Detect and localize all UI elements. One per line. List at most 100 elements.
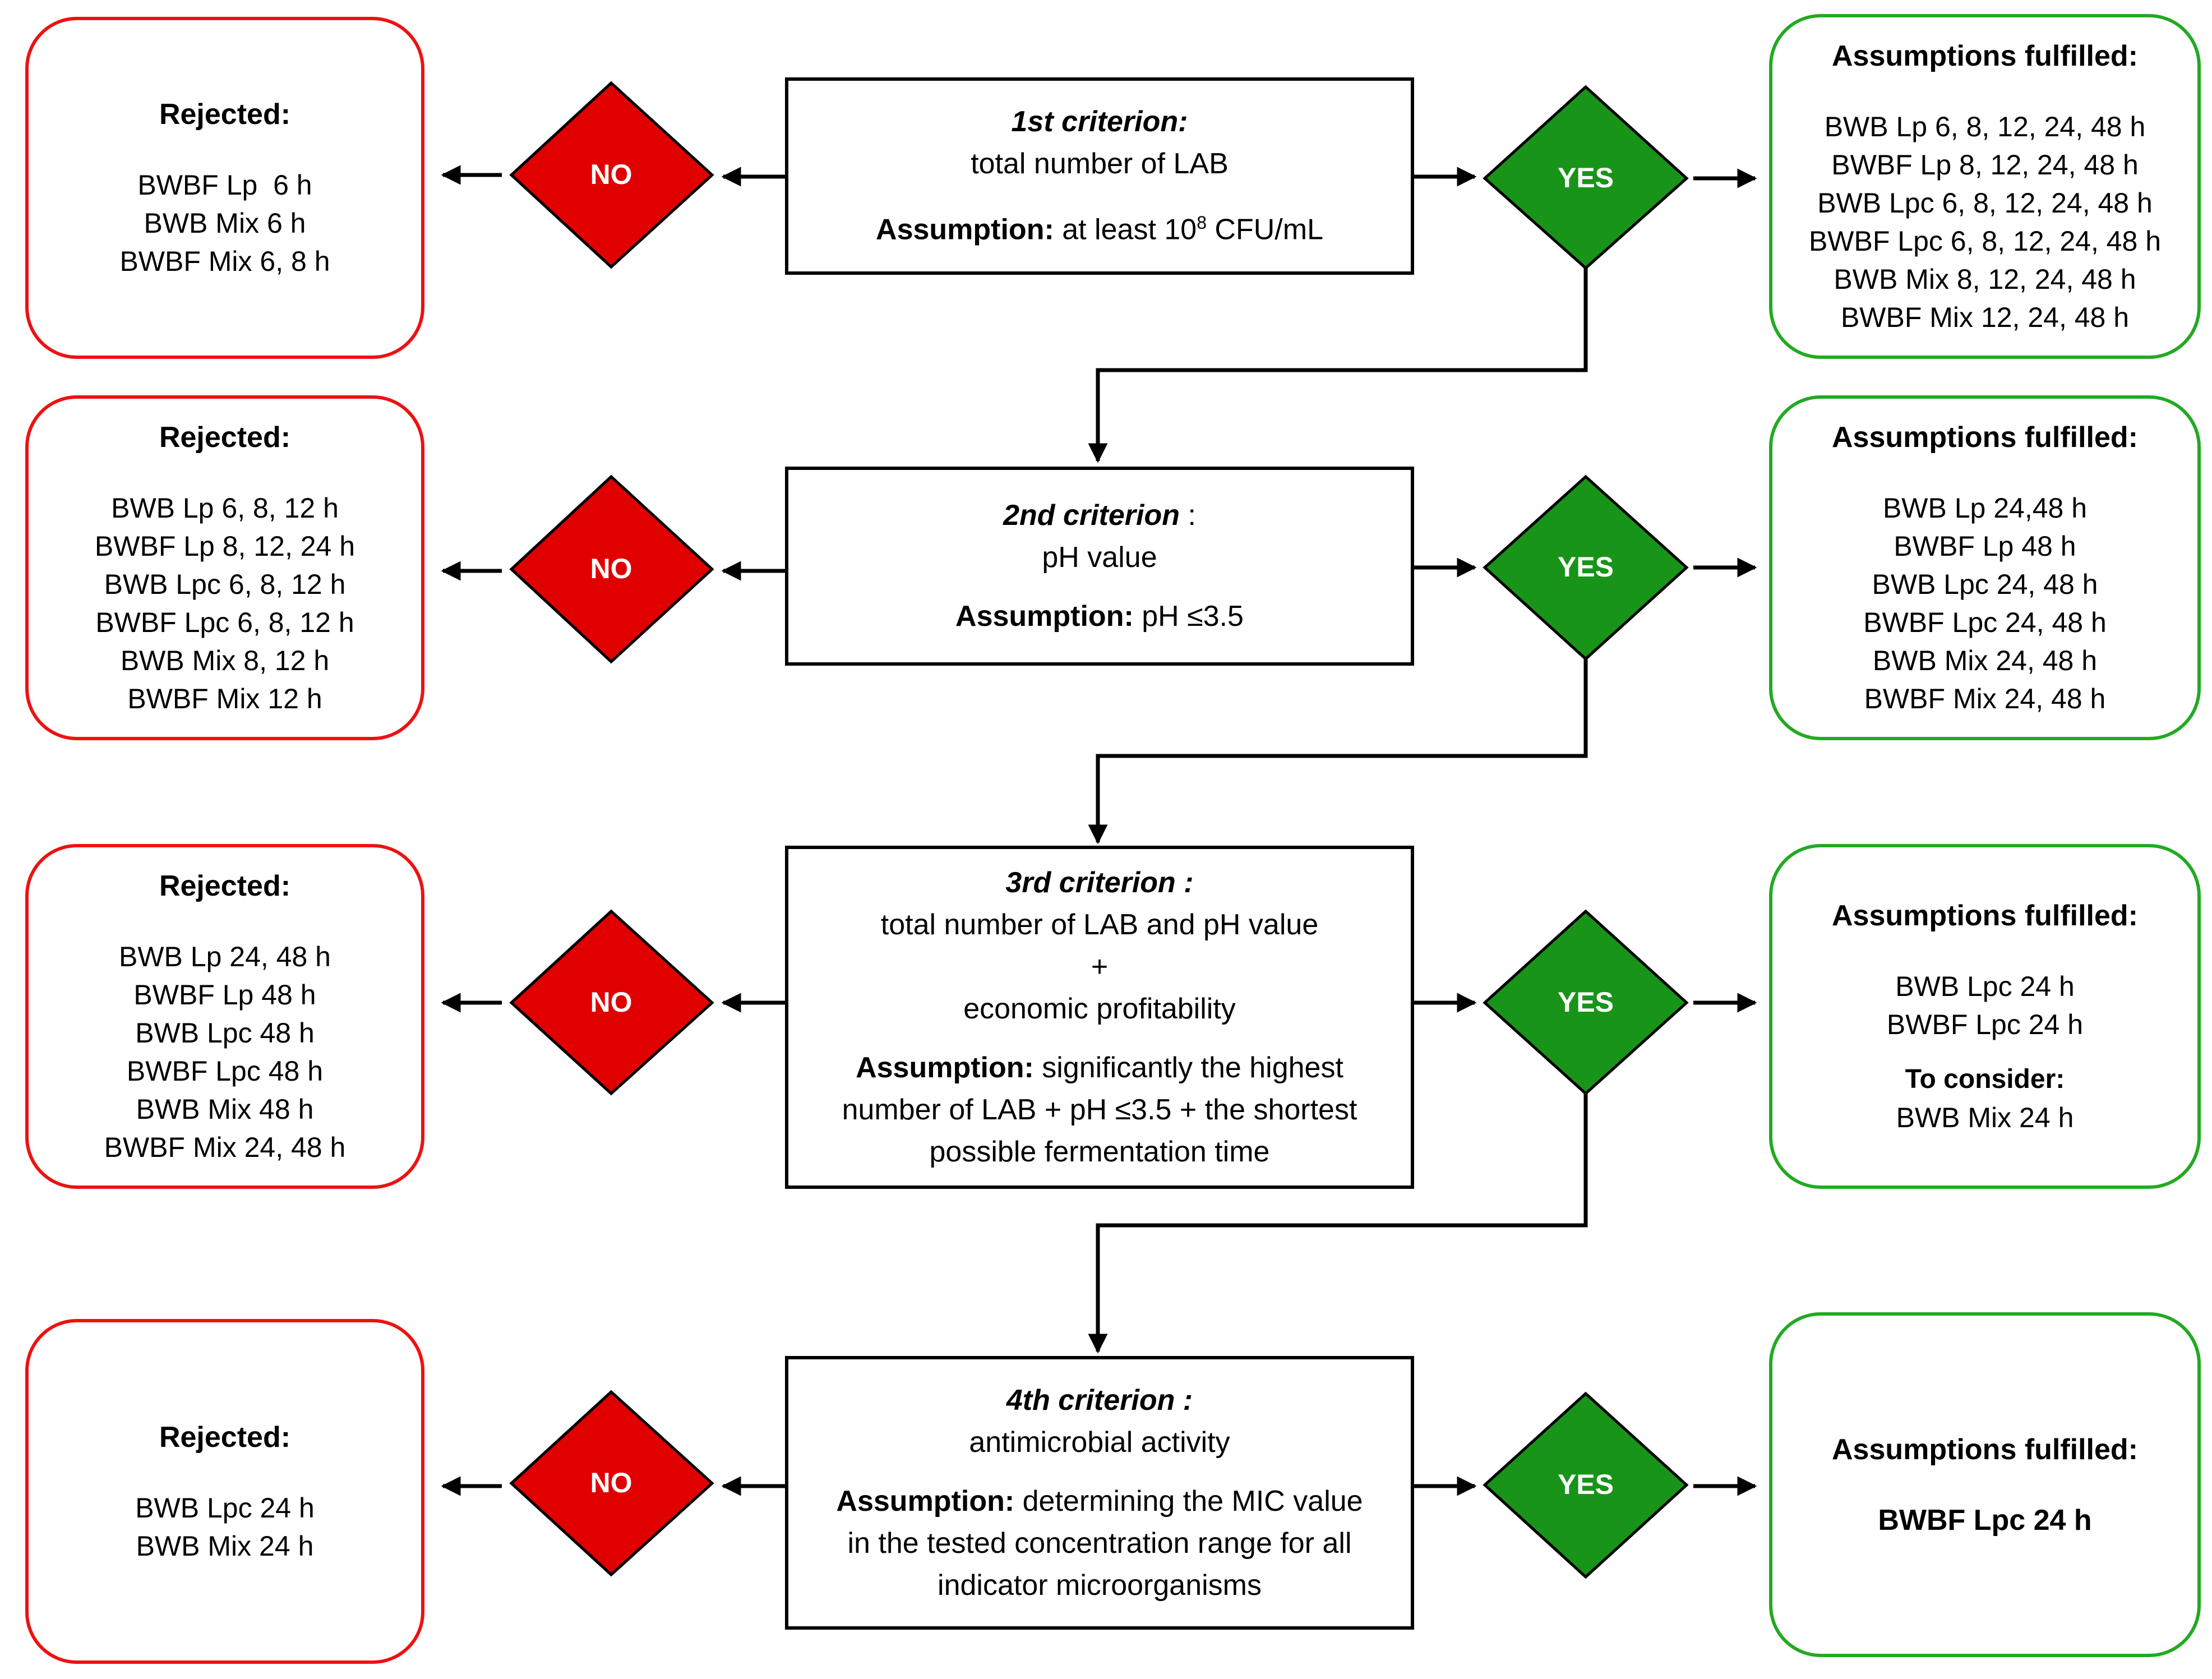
fulfilled-item: BWB Mix 8, 12, 24, 48 h (1834, 263, 2136, 295)
rejected-box-2: Rejected: BWB Lp 6, 8, 12 h BWBF Lp 8, 1… (25, 395, 424, 740)
fulfilled-box-2: Assumptions fulfilled: BWB Lp 24,48 h BW… (1769, 395, 2201, 740)
no-label-2: NO (590, 553, 632, 584)
decision-no-3 (509, 909, 714, 1096)
criterion-box-4: 4th criterion : antimicrobial activity A… (785, 1356, 1414, 1630)
criterion-title-text: 2nd criterion (1003, 499, 1180, 532)
fulfilled-item: BWBF Lp 8, 12, 24, 48 h (1831, 149, 2139, 181)
rejected-box-4: Rejected: BWB Lpc 24 h BWB Mix 24 h (25, 1319, 424, 1664)
assumption-text: significantly the highest (1042, 1051, 1343, 1084)
fulfilled-box-4: Assumptions fulfilled: BWBF Lpc 24 h (1769, 1312, 2201, 1657)
fulfilled-item: BWBF Lpc 24 h (1886, 1008, 2084, 1040)
criterion-assumption: Assumption: significantly the highest (856, 1047, 1343, 1089)
decision-no-1 (509, 81, 714, 269)
fulfilled-heading: Assumptions fulfilled: (1832, 39, 2138, 72)
criterion-assumption-more: in the tested concentration range for al… (847, 1526, 1352, 1560)
criterion-box-2: 2nd criterion : pH value Assumption: pH … (785, 467, 1414, 666)
fulfilled-item: BWB Mix 24, 48 h (1872, 644, 2098, 676)
criterion-description: total number of LAB (971, 147, 1229, 181)
criterion-description: antimicrobial activity (969, 1426, 1230, 1459)
fulfilled-item: BWB Lp 6, 8, 12, 24, 48 h (1824, 110, 2146, 142)
criterion-title: 3rd criterion : (1005, 866, 1194, 899)
decision-no-4 (509, 1390, 714, 1577)
consider-item: BWB Mix 24 h (1896, 1101, 2074, 1133)
yes-label-1: YES (1557, 162, 1614, 193)
assumption-label: Assumption: (856, 1051, 1034, 1084)
fulfilled-heading: Assumptions fulfilled: (1832, 899, 2138, 932)
assumption-text: determining the MIC value (1022, 1484, 1363, 1517)
no-label-1: NO (590, 159, 632, 190)
fulfilled-heading: Assumptions fulfilled: (1832, 421, 2138, 454)
arrow-yes3-to-criterion4 (1088, 1094, 1588, 1354)
fulfilled-item: BWB Lpc 24 h (1895, 970, 2075, 1002)
arrow-yes2-to-criterion3 (1088, 659, 1588, 845)
fulfilled-box-1: Assumptions fulfilled: BWB Lp 6, 8, 12, … (1769, 14, 2201, 359)
rejected-item: BWBF Mix 12 h (127, 682, 322, 714)
fulfilled-item: BWB Lpc 6, 8, 12, 24, 48 h (1817, 187, 2153, 219)
fulfilled-item: BWBF Lpc 24, 48 h (1863, 606, 2107, 638)
fulfilled-item: BWB Lp 24,48 h (1882, 492, 2088, 524)
rejected-item: BWBF Lpc 6, 8, 12 h (95, 606, 354, 638)
rejected-item: BWB Lpc 6, 8, 12 h (104, 568, 346, 600)
fulfilled-item: BWBF Lp 48 h (1894, 530, 2076, 562)
rejected-item: BWB Mix 24 h (136, 1530, 314, 1562)
assumption-text: pH ≤3.5 (1142, 600, 1244, 633)
rejected-item: BWBF Lpc 48 h (126, 1055, 324, 1087)
no-label-4: NO (590, 1467, 632, 1498)
assumption-label: Assumption: (876, 213, 1054, 246)
rejected-item: BWB Lpc 48 h (135, 1017, 315, 1049)
rejected-item: BWB Lp 6, 8, 12 h (111, 492, 339, 524)
decision-yes-4 (1483, 1391, 1689, 1579)
criterion-assumption-more: number of LAB + pH ≤3.5 + the shortest (842, 1093, 1357, 1126)
rejected-heading: Rejected: (159, 1420, 291, 1454)
rejected-item: BWB Mix 8, 12 h (120, 644, 330, 676)
assumption-label: Assumption: (836, 1484, 1015, 1517)
yes-label-2: YES (1557, 551, 1614, 583)
criterion-assumption-more: possible fermentation time (929, 1135, 1270, 1168)
rejected-item: BWB Lpc 24 h (135, 1492, 315, 1524)
fulfilled-box-3: Assumptions fulfilled: BWB Lpc 24 h BWBF… (1769, 844, 2201, 1189)
criterion-description: + (1091, 950, 1109, 983)
rejected-box-1: Rejected: BWBF Lp 6 h BWB Mix 6 h BWBF M… (25, 17, 424, 359)
assumption-unit: CFU/mL (1206, 213, 1323, 246)
rejected-heading: Rejected: (159, 98, 291, 131)
fulfilled-item: BWBF Lpc 6, 8, 12, 24, 48 h (1808, 225, 2162, 257)
arrow-yes1-to-criterion2 (1088, 268, 1588, 463)
decision-yes-2 (1483, 474, 1689, 661)
rejected-item: BWBF Mix 6, 8 h (119, 246, 330, 277)
criterion-title: 1st criterion: (1011, 105, 1188, 139)
rejected-item: BWB Lp 24, 48 h (118, 940, 331, 972)
criterion-description: pH value (1042, 541, 1157, 574)
fulfilled-heading: Assumptions fulfilled: (1832, 1433, 2138, 1466)
decision-no-2 (509, 474, 714, 664)
criterion-title: 4th criterion : (1006, 1383, 1193, 1417)
rejected-item: BWBF Mix 24, 48 h (104, 1131, 346, 1163)
decision-yes-3 (1483, 909, 1689, 1096)
consider-heading: To consider: (1905, 1064, 2065, 1094)
rejected-heading: Rejected: (159, 869, 291, 902)
criterion-assumption: Assumption: at least 108 CFU/mL (876, 202, 1323, 251)
fulfilled-item: BWBF Mix 24, 48 h (1864, 682, 2106, 714)
criterion-assumption: Assumption: pH ≤3.5 (955, 596, 1244, 638)
criterion-description: economic profitability (963, 992, 1236, 1025)
rejected-item: BWBF Lp 6 h (137, 169, 312, 201)
fulfilled-item: BWBF Mix 12, 24, 48 h (1840, 301, 2130, 333)
rejected-item: BWBF Lp 48 h (133, 979, 316, 1011)
criterion-assumption-more: indicator microorganisms (938, 1569, 1262, 1602)
rejected-item: BWB Mix 48 h (136, 1093, 314, 1125)
yes-label-4: YES (1557, 1469, 1614, 1500)
no-label-3: NO (590, 986, 632, 1018)
criterion-box-3: 3rd criterion : total number of LAB and … (785, 846, 1414, 1189)
criterion-assumption: Assumption: determining the MIC value (836, 1480, 1363, 1523)
assumption-exponent: 8 (1197, 213, 1207, 233)
assumption-text: at least 10 (1062, 213, 1197, 246)
final-result: BWBF Lpc 24 h (1878, 1503, 2092, 1537)
criterion-title: 2nd criterion : (1003, 495, 1196, 537)
rejected-item: BWBF Lp 8, 12, 24 h (94, 530, 355, 562)
rejected-heading: Rejected: (159, 421, 291, 454)
rejected-item: BWB Mix 6 h (144, 207, 306, 239)
yes-label-3: YES (1557, 986, 1614, 1018)
fulfilled-item: BWB Lpc 24, 48 h (1872, 568, 2098, 600)
criterion-box-1: 1st criterion: total number of LAB Assum… (785, 77, 1414, 275)
rejected-box-3: Rejected: BWB Lp 24, 48 h BWBF Lp 48 h B… (25, 844, 424, 1189)
